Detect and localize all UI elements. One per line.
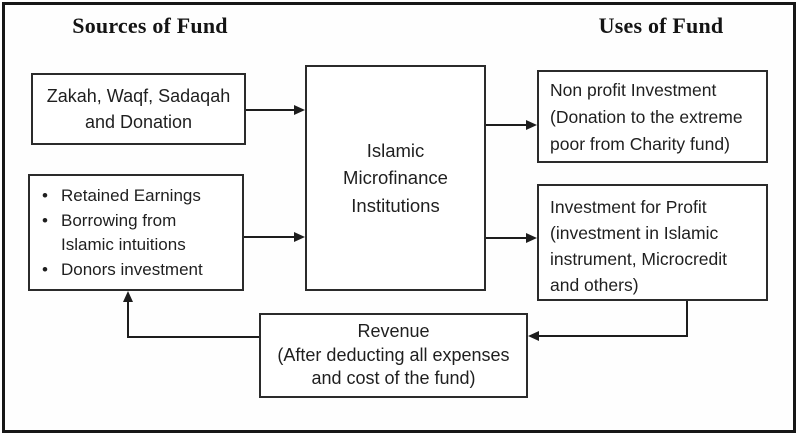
box-line: Non profit Investment: [550, 80, 717, 100]
list-item-label: Borrowing from: [61, 210, 177, 230]
box-line: Zakah, Waqf, Sadaqah: [46, 86, 231, 106]
box-line: (investment in Islamic: [550, 223, 719, 243]
islamic-microfinance-institutions-box: Islamic Microfinance Institutions: [305, 65, 486, 291]
non-profit-investment-box: Non profit Investment (Donation to the e…: [537, 70, 768, 163]
sources-of-fund-heading: Sources of Fund: [72, 13, 228, 38]
bullet-icon: •: [42, 186, 48, 205]
box-line: (Donation to the extreme: [550, 107, 743, 127]
list-item-label: Donors investment: [61, 259, 203, 279]
box-line: Islamic: [366, 139, 425, 161]
internal-sources-box: • Retained Earnings • Borrowing from Isl…: [28, 174, 244, 291]
bullet-icon: •: [42, 259, 48, 279]
box-line: and cost of the fund): [311, 368, 476, 389]
box-line: and others): [550, 275, 639, 295]
revenue-box: Revenue (After deducting all expenses an…: [259, 313, 528, 398]
box-line: instrument, Microcredit: [550, 249, 727, 269]
box-line: Investment for Profit: [550, 197, 707, 217]
list-item-label: Retained Earnings: [61, 186, 201, 205]
box-line: and Donation: [84, 112, 193, 132]
box-line: Institutions: [351, 194, 440, 216]
uses-of-fund-heading: Uses of Fund: [598, 13, 724, 38]
list-item: • Donors investment: [42, 258, 240, 283]
list-item: • Borrowing from Islamic intuitions: [42, 209, 240, 258]
box-line: (After deducting all expenses: [277, 344, 510, 365]
box-line: Revenue: [357, 321, 430, 342]
list-item-label: Islamic intuitions: [61, 235, 186, 254]
zakah-waqf-sadaqah-box: Zakah, Waqf, Sadaqah and Donation: [31, 73, 246, 145]
list-item: • Retained Earnings: [42, 184, 240, 209]
box-line: poor from Charity fund): [550, 134, 730, 154]
investment-for-profit-box: Investment for Profit (investment in Isl…: [537, 184, 768, 301]
outer-border: [2, 2, 796, 433]
bullet-icon: •: [42, 210, 48, 230]
box-line: Microfinance: [343, 167, 448, 189]
